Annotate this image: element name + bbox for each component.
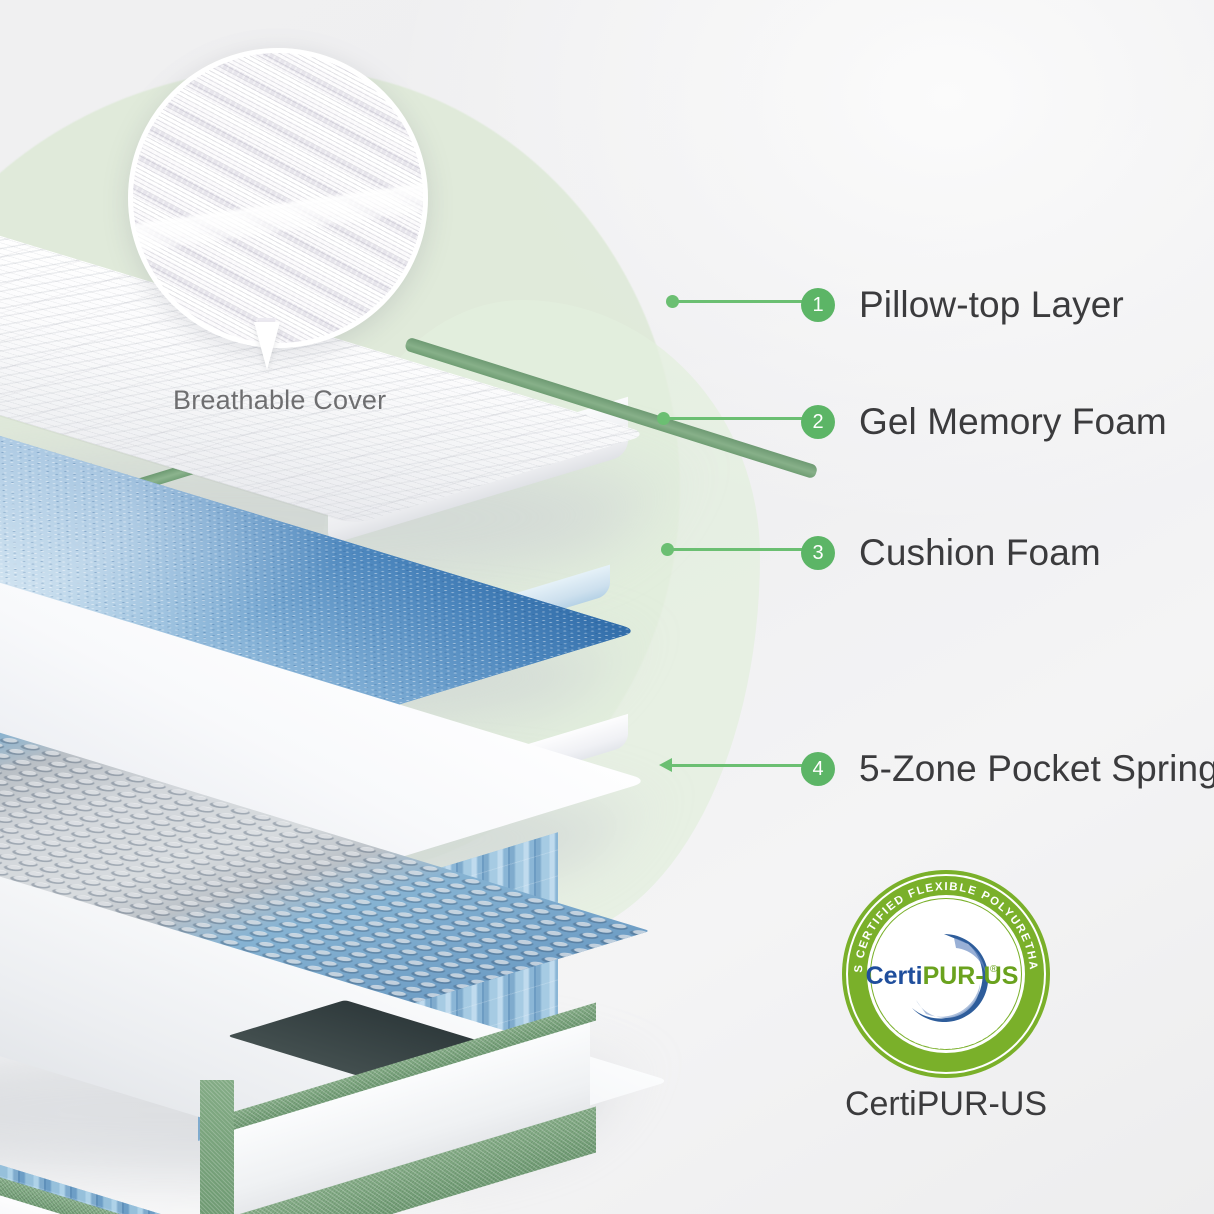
magnifier-pointer: [254, 322, 280, 370]
layer-base-foundation: [0, 830, 850, 1214]
leader-line-2: [663, 417, 804, 420]
base-green-trim-corner: [200, 1080, 234, 1214]
callout-number-2: 2: [801, 405, 835, 439]
callout-number-1: 1: [801, 288, 835, 322]
certipur-us-badge: CONTAINS CERTIFIED FLEXIBLE POLYURETHANE…: [838, 866, 1054, 1082]
badge-swoosh-icon: [912, 933, 989, 1022]
certipur-us-caption: CertiPUR-US: [844, 1085, 1048, 1123]
leader-line-1: [672, 300, 804, 303]
breathable-cover-label: Breathable Cover: [173, 385, 387, 415]
leader-line-3: [667, 548, 804, 551]
callout-number-4: 4: [801, 752, 835, 786]
badge-registered-mark: ®: [990, 964, 998, 975]
callout-label-gel-memory-foam: Gel Memory Foam: [859, 401, 1167, 442]
leader-line-4: [671, 764, 804, 767]
callout-label-cushion-foam: Cushion Foam: [859, 532, 1101, 573]
callout-label-5-zone-pocket-spring: 5-Zone Pocket Spring: [859, 748, 1214, 789]
callout-label-pillow-top-layer: Pillow-top Layer: [859, 284, 1124, 325]
leader-arrow-4: [659, 758, 672, 772]
callout-number-3: 3: [801, 536, 835, 570]
badge-wordmark: CertiPUR-US: [866, 962, 1019, 990]
cover-closeup-magnifier: [128, 48, 428, 348]
